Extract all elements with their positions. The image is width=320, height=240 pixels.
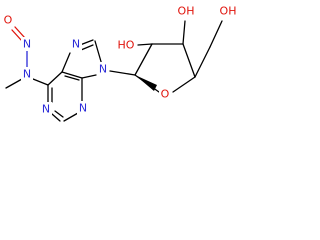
molecule-structure: O N N N N N N O HO OH OH [2, 4, 239, 122]
bond-n7-c8-inner [80, 44, 94, 51]
atom-ring-o: O [161, 88, 170, 101]
bond-group [5, 20, 223, 122]
atom-n7: N [72, 38, 80, 51]
bond-o-n-nitroso-a [11, 29, 23, 42]
bond-c8-n9 [94, 40, 103, 66]
bond-n9-c1p [109, 70, 136, 76]
bond-n9-c4 [81, 74, 97, 79]
bond-o-n-nitroso-b [14, 26, 26, 39]
atom-n9: N [99, 63, 107, 76]
bond-c2-n1 [51, 113, 61, 122]
bond-c2-n1-inner [54, 110, 64, 118]
bond-c5-c4 [61, 71, 83, 79]
atom-amine-n: N [23, 68, 31, 81]
stereo-wedge [135, 75, 157, 91]
atom-oh-5prime: OH [220, 5, 237, 18]
bond-c2p-oh [137, 43, 153, 46]
atom-oh-3prime: OH [178, 5, 195, 18]
bond-c1p-c2p [134, 43, 153, 76]
bond-n7-c8 [79, 39, 94, 46]
atom-nitroso-o: O [4, 14, 13, 27]
bond-n-c6 [32, 78, 49, 86]
bond-c6-c5 [47, 71, 63, 86]
bond-c4-c5-inner [64, 75, 80, 81]
bond-c4p-o [172, 76, 196, 93]
bond-c5p-oh [209, 20, 223, 48]
atom-nitroso-n: N [23, 38, 31, 51]
atom-oh-2prime: HO [118, 39, 135, 52]
bond-c4p-c5p [194, 46, 211, 78]
atom-n3: N [79, 102, 87, 115]
atom-labels: O N N N N N N O HO OH OH [2, 4, 239, 116]
bond-c5-n7 [61, 52, 71, 73]
bond-c3p-c4p [182, 43, 196, 78]
bond-n-methyl [5, 78, 23, 89]
bond-n3-c2 [63, 112, 79, 122]
atom-n1: N [42, 103, 50, 116]
bond-c3p-oh [182, 20, 186, 45]
